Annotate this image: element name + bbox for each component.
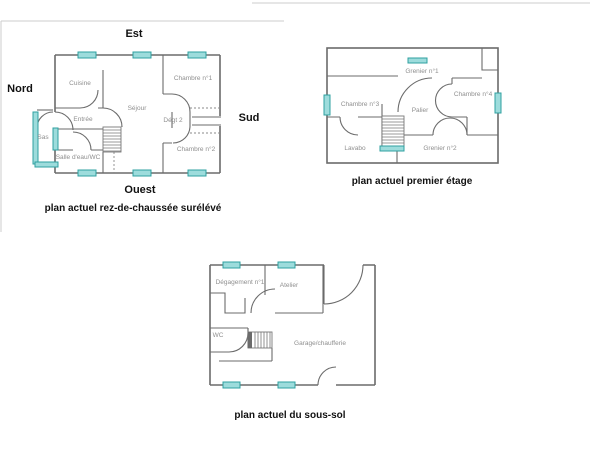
door-arc	[79, 89, 99, 109]
window	[77, 51, 97, 59]
window	[77, 169, 97, 177]
room-label-cuisine: Cuisine	[69, 80, 91, 87]
window	[187, 169, 207, 177]
ground-windows	[32, 51, 207, 177]
window	[187, 51, 207, 59]
compass-ouest: Ouest	[124, 184, 156, 196]
room-label-entree: Entrée	[73, 116, 93, 123]
room-label-sejour: Séjour	[128, 105, 148, 112]
floor-plan-basement: Dégagement n°1 Atelier WC Garage/chauffe…	[209, 261, 376, 421]
room-label-chambre4: Chambre n°4	[454, 90, 493, 98]
window	[132, 51, 152, 59]
basement-room-labels: Dégagement n°1 Atelier WC Garage/chauffe…	[213, 278, 347, 347]
floor-plan-first: Grenier n°1 Chambre n°3 Palier Chambre n…	[323, 47, 502, 187]
door-arc	[317, 366, 337, 386]
sas-glazed-wall	[34, 161, 59, 168]
room-label-chambre1: Chambre n°1	[174, 74, 213, 82]
basement-outer-walls	[209, 264, 376, 386]
window	[222, 381, 241, 389]
room-label-chambre3: Chambre n°3	[341, 100, 380, 108]
compass-sud: Sud	[239, 112, 260, 124]
room-label-garage: Garage/chaufferie	[294, 340, 346, 347]
ground-caption: plan actuel rez-de-chaussée surélévé	[45, 203, 222, 214]
first-caption: plan actuel premier étage	[352, 176, 473, 187]
ground-dotted-lines	[113, 107, 220, 173]
window	[222, 261, 241, 269]
ground-room-labels: Cuisine Entrée Sas Salle d'eau/WC Séjour…	[37, 74, 215, 161]
floor-plan-ground: Cuisine Entrée Sas Salle d'eau/WC Séjour…	[7, 28, 259, 214]
compass-nord: Nord	[7, 83, 33, 95]
room-label-palier: Palier	[412, 107, 429, 114]
window	[277, 381, 296, 389]
window	[323, 94, 331, 116]
door-arc	[72, 131, 92, 151]
room-label-lavabo: Lavabo	[344, 145, 366, 152]
door-arc	[228, 332, 249, 353]
first-room-labels: Grenier n°1 Chambre n°3 Palier Chambre n…	[341, 67, 493, 152]
ground-compass-labels: Est Nord Sud Ouest	[7, 28, 259, 196]
room-label-atelier: Atelier	[280, 282, 299, 289]
stairs	[102, 126, 122, 153]
door-arc	[397, 77, 433, 113]
door-arc	[250, 288, 276, 314]
image-frame	[0, 2, 590, 232]
door-arc	[54, 111, 74, 131]
stair-landing-glass	[379, 145, 405, 152]
skylight-window	[407, 57, 428, 64]
door-arc	[323, 264, 364, 305]
door-arc	[339, 116, 359, 136]
room-label-degt2: Dégt 2	[163, 117, 183, 124]
door-arc	[102, 107, 123, 128]
room-label-wc: WC	[213, 332, 224, 339]
window	[132, 169, 152, 177]
window	[277, 261, 296, 269]
door-arc	[434, 83, 453, 118]
door-arc	[36, 111, 54, 129]
door-arc	[432, 117, 468, 136]
room-label-degagement1: Dégagement n°1	[216, 278, 265, 286]
room-label-chambre2: Chambre n°2	[177, 145, 216, 153]
room-label-grenier1: Grenier n°1	[405, 67, 439, 75]
room-label-salle-eau: Salle d'eau/WC	[56, 154, 101, 161]
stairs	[247, 331, 273, 349]
stairs	[379, 115, 405, 152]
window	[494, 92, 502, 114]
window	[52, 127, 59, 151]
door-arc	[172, 125, 191, 144]
basement-windows	[222, 261, 296, 389]
room-label-sas: Sas	[37, 134, 49, 141]
basement-caption: plan actuel du sous-sol	[234, 410, 345, 421]
first-windows	[323, 57, 502, 116]
compass-est: Est	[125, 28, 142, 40]
room-label-grenier2: Grenier n°2	[423, 144, 457, 152]
door-arc	[171, 93, 191, 113]
